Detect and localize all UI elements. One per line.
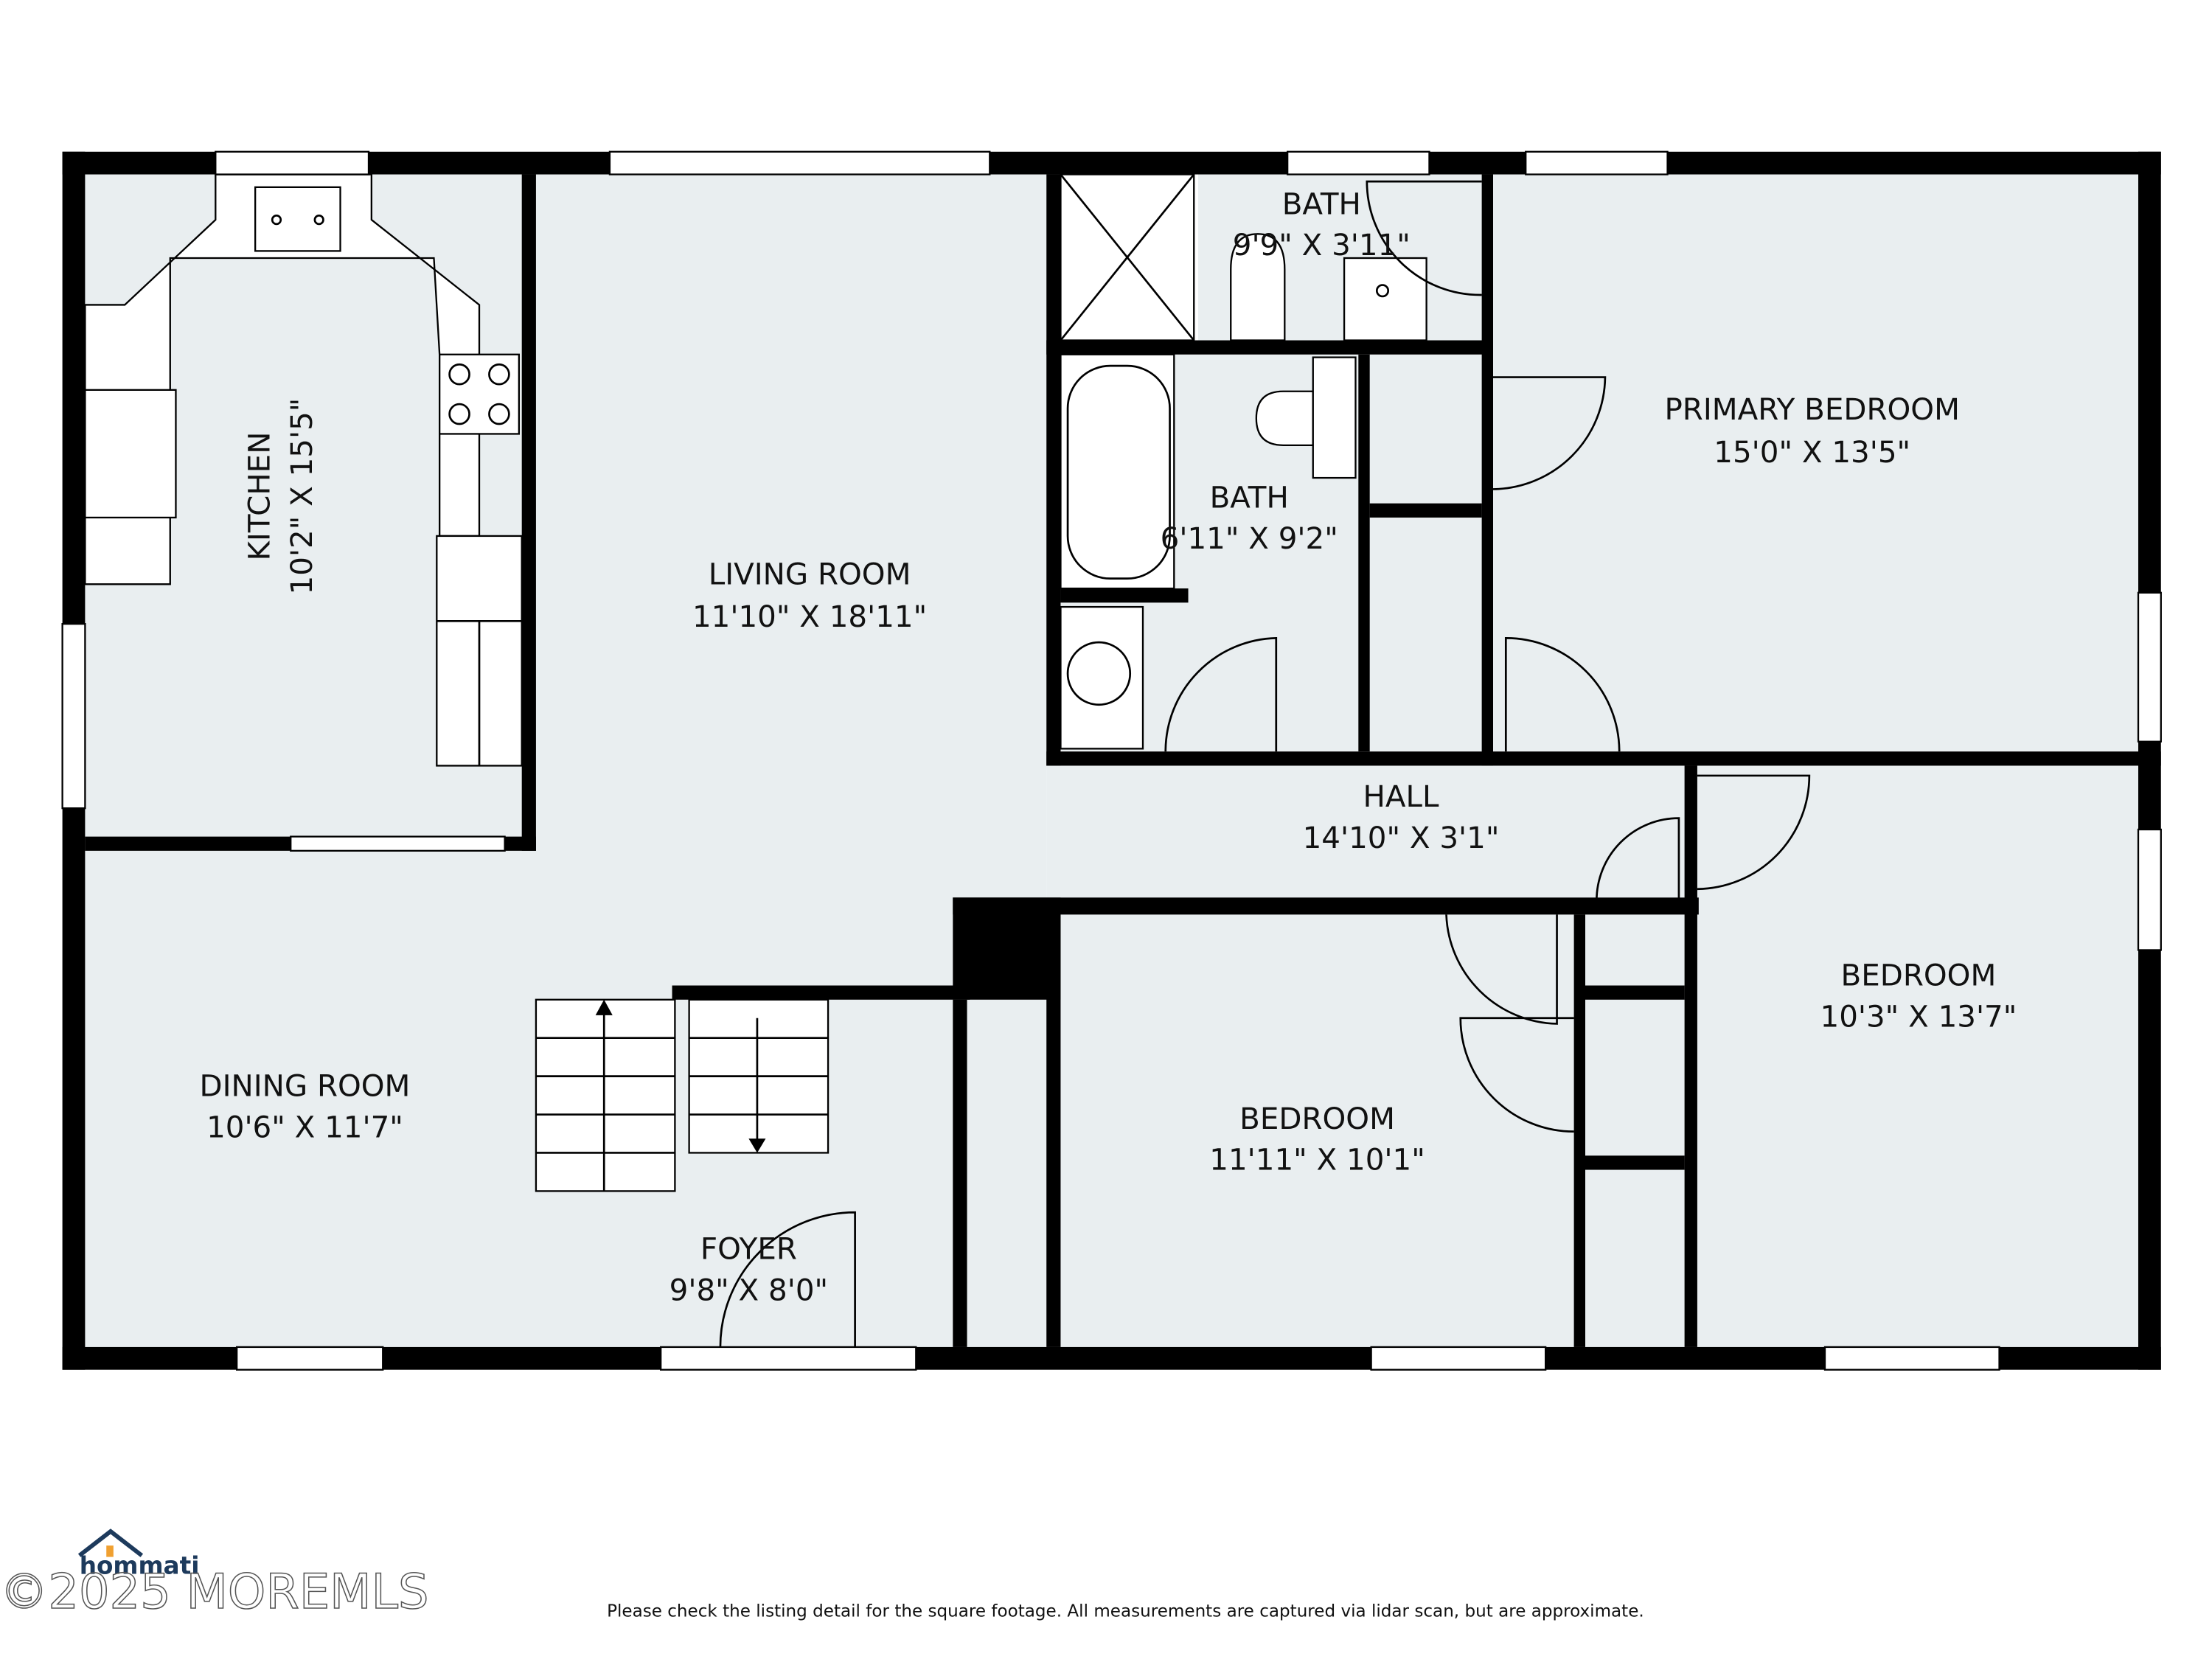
sink-icon xyxy=(1343,257,1427,341)
bedroom-middle-floor xyxy=(1060,914,1574,1347)
bath-top-name: BATH xyxy=(1282,187,1361,221)
living-room-name: LIVING ROOM xyxy=(709,557,911,591)
closet-floor xyxy=(1369,354,1482,752)
bedroom-middle-size: 11'11" X 10'1" xyxy=(1209,1143,1425,1178)
kitchen-counter xyxy=(84,173,481,585)
kitchen-size: 10'2" X 15'5" xyxy=(285,398,319,595)
primary-bedroom-name: PRIMARY BEDROOM xyxy=(1664,392,1959,427)
dining-room-size: 10'6" X 11'7" xyxy=(206,1110,403,1144)
room-labels: KITCHEN 10'2" X 15'5" LIVING ROOM 11'10"… xyxy=(200,187,2017,1307)
hommati-logo: hommati xyxy=(77,1528,200,1580)
foyer-name: FOYER xyxy=(700,1232,797,1267)
toilet-icon xyxy=(1230,233,1286,341)
door-swing xyxy=(1492,376,1607,490)
bath-main-size: 6'11" X 9'2" xyxy=(1161,521,1338,556)
watermark: ©2025 MOREMLS xyxy=(0,1564,428,1620)
bathtub-icon xyxy=(1060,353,1175,590)
toilet-icon-2 xyxy=(1255,390,1314,447)
staircase xyxy=(535,998,830,1192)
stove-icon xyxy=(439,353,520,435)
kitchen-sink xyxy=(254,186,341,252)
door-swing xyxy=(1164,637,1278,752)
living-room-size: 11'10" X 18'11" xyxy=(692,599,927,634)
bedroom-middle-name: BEDROOM xyxy=(1239,1102,1395,1136)
vanity-icon xyxy=(1312,356,1357,479)
dining-room-name: DINING ROOM xyxy=(200,1069,411,1104)
foyer-size: 9'8" X 8'0" xyxy=(669,1273,828,1307)
kitchen-island xyxy=(84,389,177,519)
bedroom-right-floor xyxy=(1697,765,2138,1347)
bedroom-right-name: BEDROOM xyxy=(1841,959,1997,993)
bedroom-right-size: 10'3" X 13'7" xyxy=(1820,999,2017,1034)
door-swing xyxy=(1596,817,1680,901)
door-swing xyxy=(1697,774,1811,891)
fixtures xyxy=(84,173,1427,1192)
front-door-swing xyxy=(719,1211,856,1347)
windows xyxy=(61,150,2162,1371)
hall-size: 14'10" X 3'1" xyxy=(1303,821,1500,855)
door-swing xyxy=(1445,914,1558,1025)
disclaimer: Please check the listing detail for the … xyxy=(607,1601,1644,1621)
bath-top-size: 9'9" X 3'11" xyxy=(1233,228,1411,262)
svg-text:hommati: hommati xyxy=(80,1552,200,1580)
bath-main-name: BATH xyxy=(1210,480,1289,515)
doors xyxy=(719,180,1811,1347)
closet-middle-floor xyxy=(1585,914,1685,1347)
kitchen-name: KITCHEN xyxy=(242,432,276,561)
door-swing xyxy=(1459,1017,1574,1133)
walls xyxy=(62,151,2161,1370)
primary-bedroom-size: 15'0" X 13'5" xyxy=(1714,435,1910,470)
door-swing xyxy=(1504,637,1621,752)
hall-floor xyxy=(1046,765,1688,901)
primary-bedroom-floor xyxy=(1493,174,2138,752)
hall-name: HALL xyxy=(1363,779,1439,814)
living-room-floor xyxy=(535,174,1047,901)
door-swing xyxy=(1366,180,1482,296)
